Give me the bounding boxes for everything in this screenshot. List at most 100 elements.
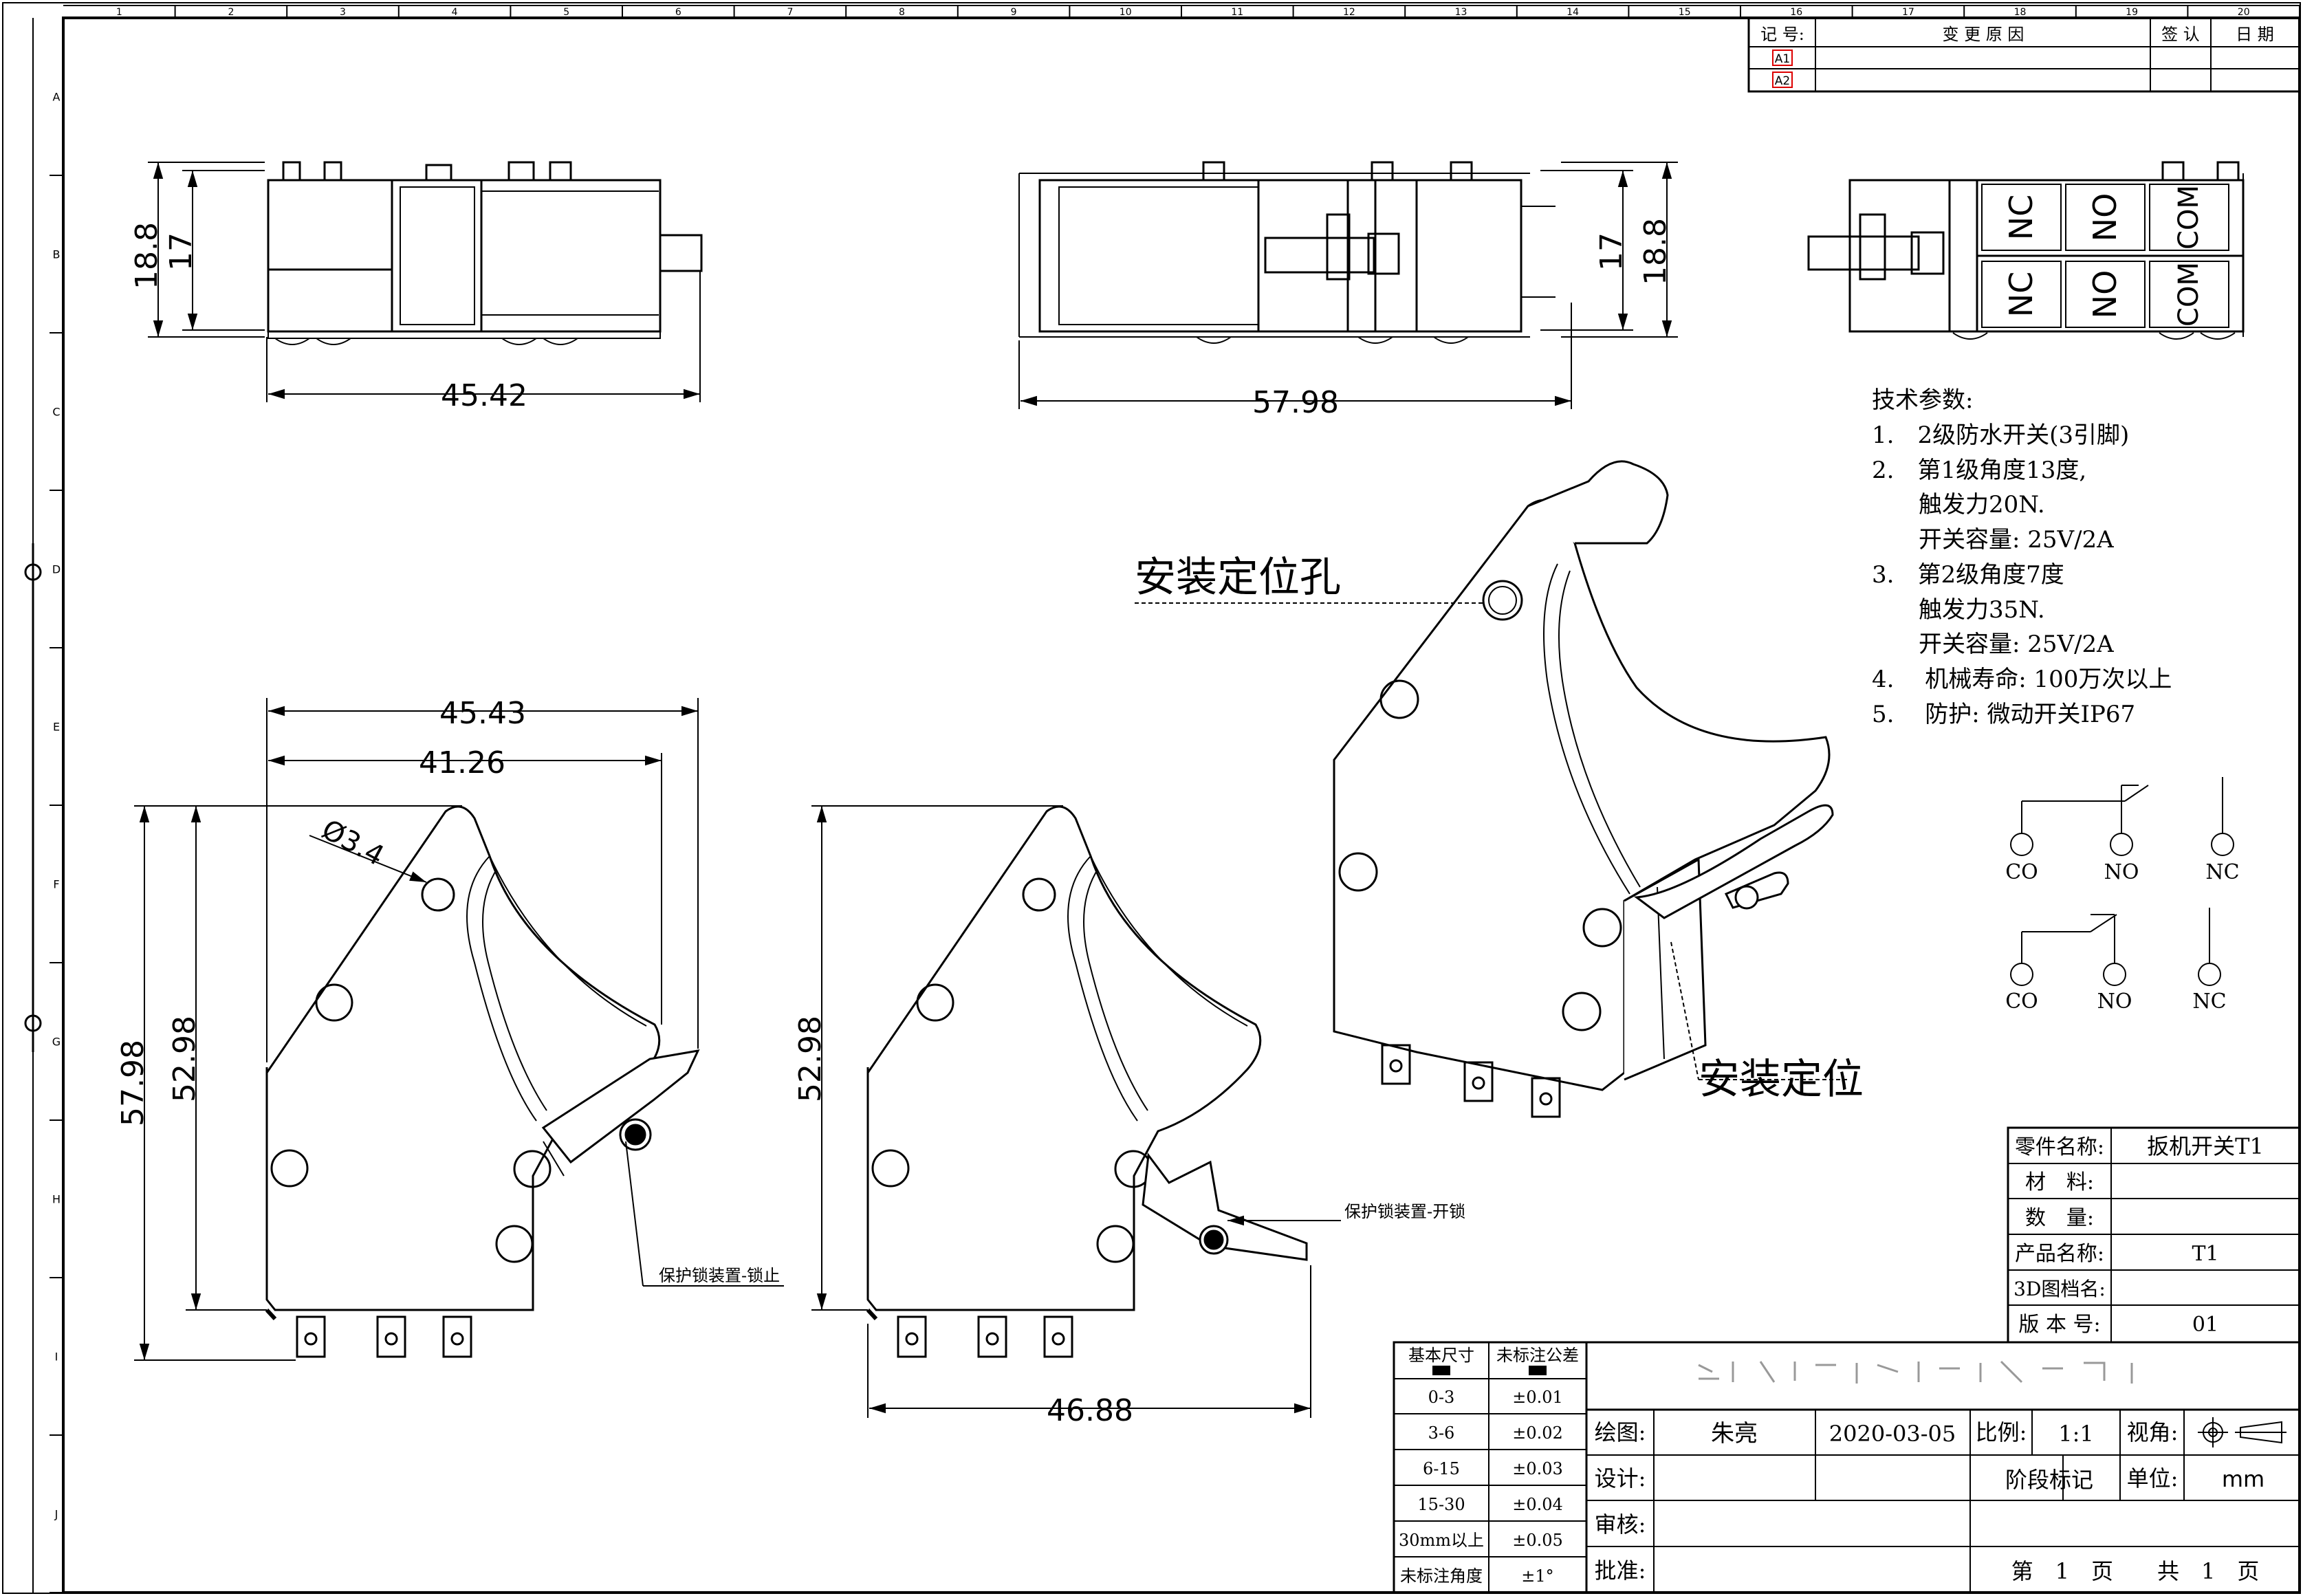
tol-header-size-unit: mm (1434, 1366, 1448, 1375)
column-number: 10 (1120, 7, 1132, 18)
terminal-no-top: NO (2086, 193, 2124, 242)
schematic1-co: CO (2005, 860, 2038, 884)
rev-a2-badge (1772, 72, 1793, 88)
tol-header-tol: 未标注公差 (1496, 1346, 1579, 1365)
rev-header-reason: 变 更 原 因 (1943, 25, 2024, 44)
row-letter: D (52, 563, 61, 576)
row-letter: G (52, 1036, 61, 1049)
dim-top-left-width: 45.42 (441, 378, 527, 413)
schematic2-nc: NC (2192, 990, 2226, 1014)
value-unit: mm (2222, 1466, 2264, 1492)
dim-second-height: 52.98 (793, 1016, 828, 1102)
dim-front-inner-width: 41.26 (419, 745, 505, 780)
schematic2-no: NO (2097, 990, 2132, 1014)
dim-front-height-inner: 52.98 (167, 1016, 202, 1102)
label-qty: 数 量: (2025, 1206, 2094, 1230)
terminal-com-top: COM (2173, 185, 2205, 250)
terminal-no-bottom: NO (2086, 270, 2124, 319)
rev-a1-label: A1 (1775, 52, 1790, 66)
label-approve: 批准: (1595, 1557, 1646, 1584)
column-number: 3 (340, 7, 346, 18)
dim-top-mid-h2: 18.8 (1638, 218, 1673, 285)
tol-value-cell: ±0.04 (1512, 1495, 1563, 1514)
tol-value-cell: ±0.02 (1512, 1423, 1563, 1443)
top-middle-dims (1018, 162, 1678, 409)
tol-unit-badge (1432, 1366, 1450, 1375)
label-part-name: 零件名称: (2015, 1135, 2104, 1159)
column-number: 16 (1790, 7, 1802, 18)
tol-unit-badge (1529, 1366, 1547, 1375)
part-info-table (2007, 1126, 2301, 1344)
tolerance-rows: 0-3±0.013-6±0.026-15±0.0315-30±0.0430mm以… (1399, 1388, 1563, 1586)
rev-header-no: 记 号: (1760, 25, 1804, 44)
rev-a1-badge (1772, 50, 1793, 66)
title-block-company-placeholder (1698, 1360, 2133, 1384)
dim-second-width: 46.88 (1047, 1393, 1133, 1428)
label-view: 视角: (2127, 1419, 2179, 1445)
terminal-com-bottom: COM (2173, 262, 2205, 327)
label-drawn: 绘图: (1595, 1419, 1646, 1445)
tech-param-line: 5. 防护: 微动开关IP67 (1872, 701, 2135, 728)
column-number: 17 (1902, 7, 1914, 18)
label-3d-file: 3D图档名: (2013, 1278, 2106, 1300)
column-number: 6 (675, 7, 681, 18)
value-product: T1 (2192, 1242, 2218, 1266)
column-number: 13 (1455, 7, 1467, 18)
tech-param-line: 触发力35N. (1872, 596, 2045, 624)
column-number: 4 (452, 7, 458, 18)
column-number: 15 (1679, 7, 1691, 18)
top-left-view (267, 161, 703, 345)
label-version: 版 本 号: (2018, 1313, 2100, 1337)
tech-param-line: 1. 2级防水开关(3引脚) (1872, 422, 2129, 449)
callout-lock-open: 保护锁装置-开锁 (1344, 1202, 1465, 1221)
tech-param-line: 3. 第2级角度7度 (1872, 561, 2064, 589)
column-number: 1 (116, 7, 122, 18)
tech-params-title: 技术参数: (1872, 386, 1973, 414)
label-stage: 阶段标记 (2005, 1467, 2093, 1493)
tol-value-cell: ±1° (1521, 1566, 1553, 1586)
column-number: 19 (2126, 7, 2138, 18)
tech-param-line: 开关容量: 25V/2A (1872, 526, 2114, 554)
tol-value-cell: ±0.03 (1512, 1459, 1563, 1478)
label-material: 材 料: (2025, 1170, 2094, 1194)
callout-mount-hole: 安装定位孔 (1135, 554, 1341, 602)
dim-top-left-h1: 18.8 (129, 222, 164, 289)
terminal-nc-bottom: NC (2002, 272, 2040, 318)
front-view-locked (265, 805, 700, 1358)
tech-param-line: 触发力20N. (1872, 491, 2045, 518)
schematic1-nc: NC (2205, 860, 2239, 884)
column-number: 11 (1231, 7, 1243, 18)
schematic2-co: CO (2005, 990, 2038, 1014)
tol-size-cell: 0-3 (1428, 1388, 1455, 1407)
dim-front-outer-width: 45.43 (439, 696, 526, 731)
row-letter: A (53, 91, 61, 104)
column-number: 18 (2014, 7, 2027, 18)
switch-schematic-2 (2010, 908, 2221, 986)
front-view-locked-dims (134, 698, 784, 1361)
tol-header-size: 基本尺寸 (1408, 1346, 1474, 1365)
tech-param-line: 4. 机械寿命: 100万次以上 (1872, 666, 2172, 693)
schematic1-no: NO (2104, 860, 2139, 884)
row-letter: J (54, 1508, 58, 1521)
dim-top-mid-h1: 17 (1594, 232, 1629, 271)
value-scale: 1:1 (2058, 1421, 2094, 1447)
top-left-dims (148, 162, 701, 402)
column-number: 7 (787, 7, 793, 18)
tol-size-cell: 30mm以上 (1399, 1531, 1484, 1550)
tech-params: 技术参数: 1. 2级防水开关(3引脚) 2. 第1级角度13度, 触发力20N… (1872, 386, 2172, 728)
binding-marks (24, 543, 42, 1052)
row-letter: F (53, 878, 59, 891)
column-number: 2 (228, 7, 234, 18)
row-letter: E (53, 721, 60, 734)
front-view-unlocked-dims (811, 805, 1341, 1418)
dim-top-mid-width: 57.98 (1252, 385, 1339, 420)
front-view-unlocked (866, 805, 1308, 1358)
switch-schematic-1 (2010, 777, 2234, 856)
label-product: 产品名称: (2015, 1242, 2104, 1266)
row-letter: H (52, 1193, 61, 1206)
tol-header-tol-unit: mm (1530, 1366, 1545, 1375)
tech-param-line: 2. 第1级角度13度, (1872, 457, 2086, 484)
column-number: 9 (1011, 7, 1017, 18)
